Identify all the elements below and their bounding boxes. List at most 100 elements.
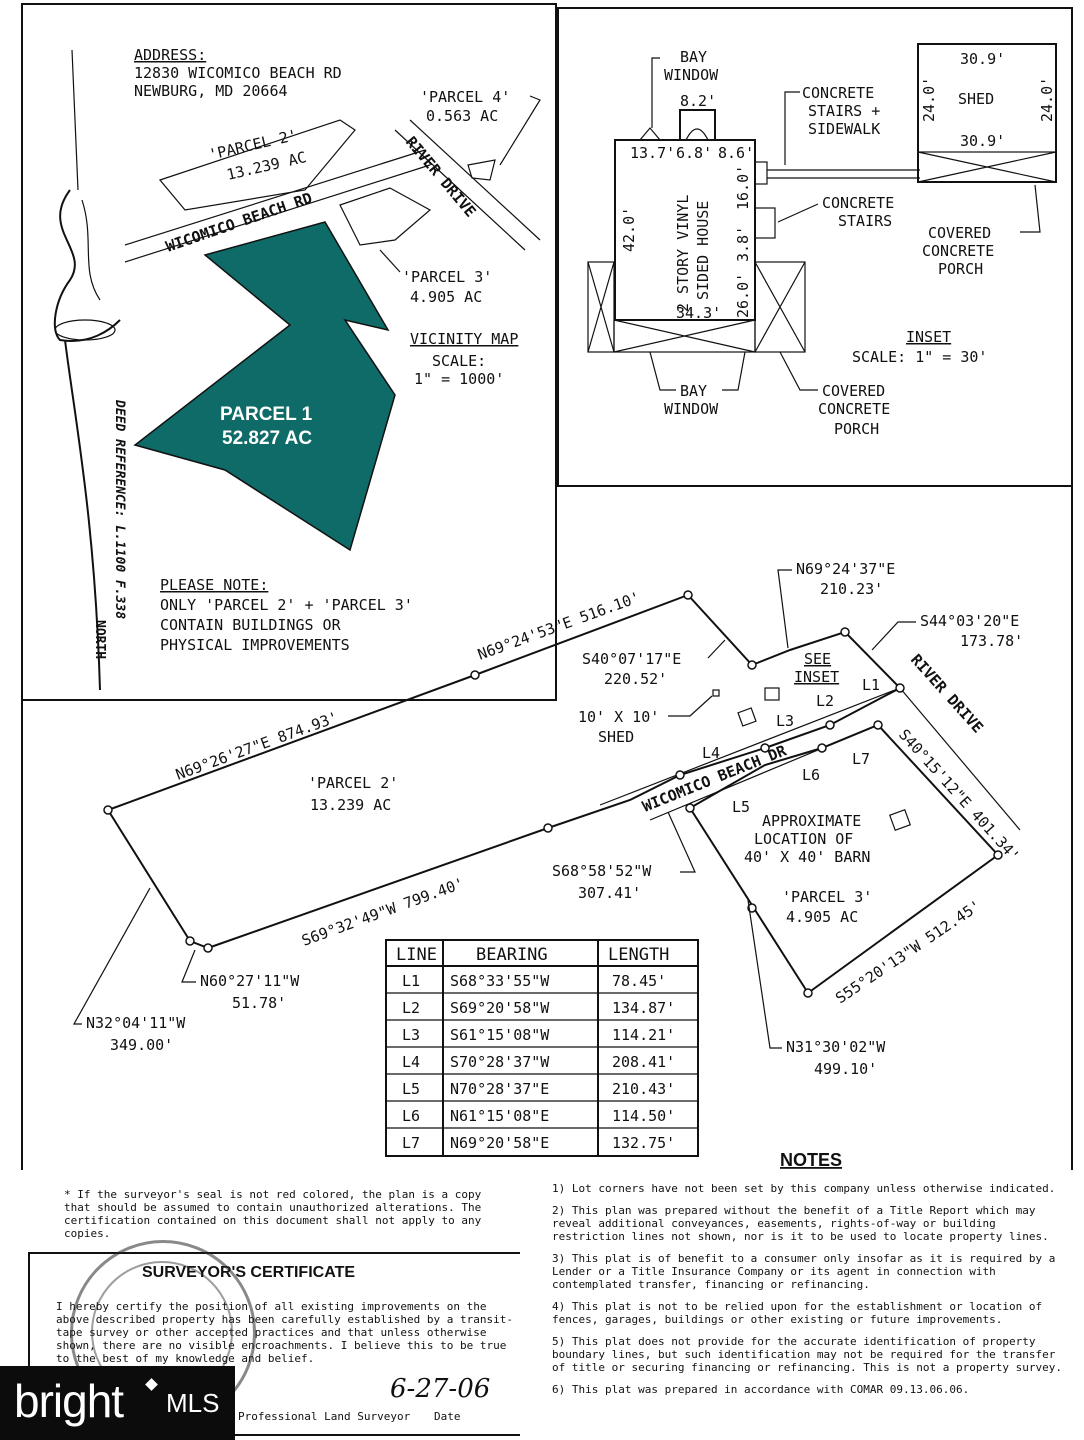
please-note-heading: PLEASE NOTE: (160, 576, 268, 594)
certificate-footer-surveyor: Professional Land Surveyor (238, 1410, 411, 1423)
inset-porch-right-2: CONCRETE (922, 242, 994, 260)
plat-b-s68-58-52: S68°58'52"W (552, 862, 652, 880)
plat-b-n60-27-11: N60°27'11"W (200, 972, 300, 990)
inset-house-drawing (587, 43, 1057, 353)
table-row: S69°20'58"W (450, 999, 550, 1017)
plat-river-drive: RIVER DRIVE (907, 651, 987, 737)
vicinity-parcel-4-leader (499, 95, 541, 166)
plat-parcel-2-name: 'PARCEL 2' (308, 774, 398, 792)
plat-road-edge-n (599, 687, 901, 806)
plat-corner-markers (103, 590, 1003, 998)
vicinity-scale-value: 1" = 1000' (414, 370, 504, 388)
plat-see-inset-1: SEE (804, 650, 831, 668)
certificate-footer-date: Date (434, 1410, 461, 1423)
plat-river-drive-edge (899, 687, 1021, 831)
list-item: 4) This plat is not to be relied upon fo… (552, 1300, 1043, 1326)
table-row: N61°15'08"E (450, 1107, 549, 1125)
plat-see-inset-2: INSET (794, 668, 839, 686)
notes-heading: NOTES (780, 1150, 842, 1170)
line-table (385, 939, 699, 1157)
list-item: 6) This plat was prepared in accordance … (552, 1383, 970, 1396)
inset-dim-137: 13.7' (630, 144, 675, 162)
plat-shed-2: SHED (598, 728, 634, 746)
table-row: L6 (402, 1107, 420, 1125)
plat-l6: L6 (802, 766, 820, 784)
inset-bay-window-bottom-2: WINDOW (664, 400, 719, 418)
vicinity-parcel-3-area: 4.905 AC (410, 288, 482, 306)
plat-barn-2: LOCATION OF (754, 830, 853, 848)
inset-porch-right-leader (1020, 184, 1041, 233)
inset-shed-dim-top: 30.9' (960, 50, 1005, 68)
plat-l5: L5 (732, 798, 750, 816)
table-row: N69°20'58"E (450, 1134, 549, 1152)
table-row: S68°33'55"W (450, 972, 550, 990)
vicinity-road-river (394, 119, 541, 251)
table-row: L2 (402, 999, 420, 1017)
vicinity-parcel-4 (467, 159, 496, 181)
please-note-line2: CONTAIN BUILDINGS OR (160, 616, 342, 634)
line-table-header-length: LENGTH (608, 945, 669, 965)
vicinity-parcel-4-area: 0.563 AC (426, 107, 498, 125)
plat-b-s44-03-20-len: 173.78' (960, 632, 1023, 650)
logo-mls-text: MLS (166, 1388, 220, 1418)
plat-border (21, 3, 557, 701)
table-row: L1 (402, 972, 420, 990)
vicinity-parcel-1-area: 52.827 AC (222, 428, 312, 449)
inset-bay-window-top-1: BAY (680, 48, 707, 66)
plat-b-s44-03-20: S44°03'20"E (920, 612, 1019, 630)
plat-l7: L7 (852, 750, 870, 768)
plat-leader-499 (747, 899, 782, 1049)
inset-porch-bottom-leader (779, 351, 818, 391)
inset-bay-window-bottom-1: BAY (680, 382, 707, 400)
deed-reference: DEED REFERENCE: L.1100 F.338 (112, 399, 127, 619)
inset-stairs-sidewalk-2: STAIRS + (808, 102, 880, 120)
table-row: L4 (402, 1053, 420, 1071)
table-row: S70°28'37"W (450, 1053, 550, 1071)
inset-dim-160: 16.0' (734, 165, 752, 210)
plat-b-n31-30-02-len: 499.10' (814, 1060, 877, 1078)
inset-shed-label: SHED (958, 90, 994, 108)
table-row: L5 (402, 1080, 420, 1098)
vicinity-parcel-1 (133, 221, 396, 552)
inset-house-label-2: SIDED HOUSE (694, 201, 712, 300)
inset-house-label-1: 2 STORY VINYL (674, 195, 692, 312)
table-row: L7 (402, 1134, 420, 1152)
inset-porch-bottom-2: CONCRETE (818, 400, 890, 418)
plat-leader-51 (181, 949, 196, 983)
inset-porch-bottom-1: COVERED (822, 382, 885, 400)
plat-barn-3: 40' X 40' BARN (744, 848, 870, 866)
table-row: 208.41' (612, 1053, 675, 1071)
plat-b-s68-58-52-len: 307.41' (578, 884, 641, 902)
plat-b-n60-27-11-len: 51.78' (232, 994, 286, 1012)
table-row: 210.43' (612, 1080, 675, 1098)
inset-bay-window-top-leader (651, 57, 660, 128)
plat-barn-1: APPROXIMATE (762, 812, 861, 830)
table-row: S61°15'08"W (450, 1026, 550, 1044)
inset-title: INSET (906, 328, 951, 346)
please-note-line1: ONLY 'PARCEL 2' + 'PARCEL 3' (160, 596, 413, 614)
plat-leader-349 (72, 887, 151, 1025)
line-table-header-line: LINE (396, 945, 437, 965)
address-heading: ADDRESS: (134, 46, 206, 64)
plat-b-n69-24-37-len: 210.23' (820, 580, 883, 598)
plat-l1: L1 (862, 676, 880, 694)
inset-stairs-sidewalk-leader (784, 91, 800, 165)
plat-leader-307 (667, 811, 696, 873)
vicinity-road-river-label: RIVER DRIVE (402, 133, 480, 221)
plat-parcel-3-area: 4.905 AC (786, 908, 858, 926)
inset-scale: SCALE: 1" = 30' (852, 348, 987, 366)
plat-b-n69-24-37: N69°24'37"E (796, 560, 895, 578)
plat-b-n32-04-11: N32°04'11"W (86, 1014, 186, 1032)
copy-disclaimer: * If the surveyor's seal is not red colo… (64, 1188, 482, 1240)
inset-bay-window-top-2: WINDOW (664, 66, 719, 84)
plat-b-s40-07-17: S40°07'17"E (582, 650, 681, 668)
plat-b-s40-07-17-len: 220.52' (604, 670, 667, 688)
inset-bay-window-bottom-leader (649, 351, 746, 391)
vicinity-parcel-2 (158, 119, 356, 211)
table-row: 134.87' (612, 999, 675, 1017)
list-item: 5) This plat does not provide for the ac… (552, 1335, 1062, 1374)
address-line1: 12830 WICOMICO BEACH RD (134, 64, 342, 82)
table-row: L3 (402, 1026, 420, 1044)
plat-l2: L2 (816, 692, 834, 710)
please-note-line3: PHYSICAL IMPROVEMENTS (160, 636, 350, 654)
